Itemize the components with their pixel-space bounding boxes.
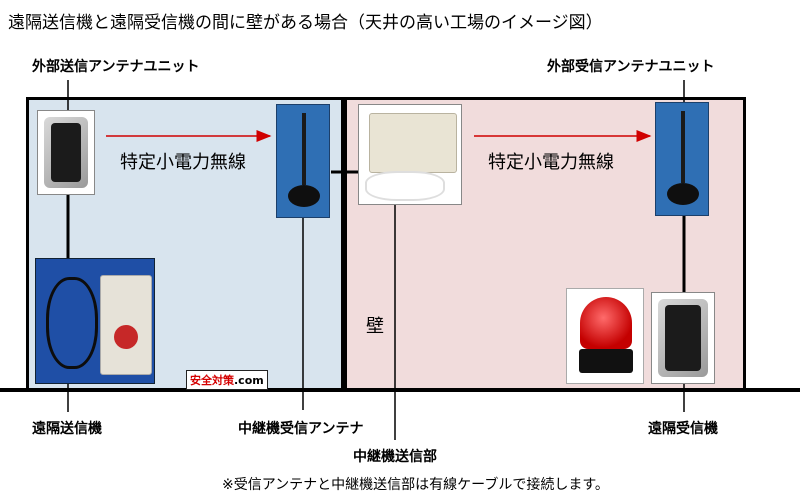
label-relay-rx-antenna: 中継機受信アンテナ [238, 418, 363, 438]
logo-suffix: .com [234, 374, 264, 387]
relay-rx-antenna-photo [276, 104, 330, 218]
label-external-rx-antenna: 外部受信アンテナユニット [547, 56, 714, 76]
footnote: ※受信アンテナと中継機送信部は有線ケーブルで接続します。 [222, 474, 609, 494]
signal-light-photo [566, 288, 644, 384]
label-wall: 壁 [366, 312, 384, 338]
relay-transmitter-photo [358, 104, 462, 205]
external-rx-antenna-photo [655, 102, 709, 216]
logo-kanji: 安全対策 [190, 372, 234, 388]
label-remote-transmitter: 遠隔送信機 [32, 418, 102, 438]
label-wireless-right: 特定小電力無線 [488, 148, 614, 174]
label-external-tx-antenna: 外部送信アンテナユニット [32, 56, 199, 76]
site-logo: 安全対策.com [186, 370, 268, 390]
label-relay-transmitter: 中継機送信部 [353, 446, 437, 466]
label-wireless-left: 特定小電力無線 [120, 148, 246, 174]
remote-transmitter-photo [35, 258, 155, 384]
external-tx-antenna-unit [37, 110, 95, 195]
label-remote-receiver: 遠隔受信機 [648, 418, 718, 438]
remote-receiver-photo [651, 292, 715, 384]
